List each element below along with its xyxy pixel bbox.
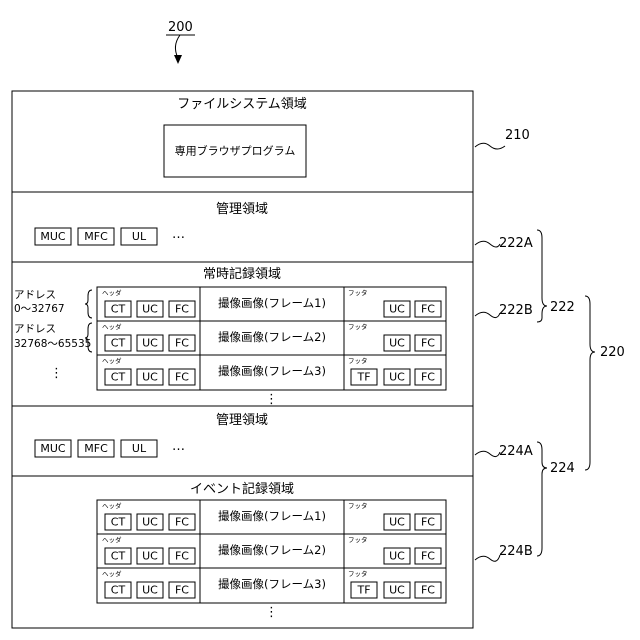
rec1-frame-2-header-fc-label: FC [175,337,189,350]
rec1-frame-2-footer-tag: フッタ [348,322,368,331]
rec2-frame-3-header-fc-label: FC [175,584,189,597]
rec1-frame-3-footer-tag: フッタ [348,356,368,365]
address-1-range: 0～32767 [14,303,65,315]
rec2-frame-2-footer-tag: フッタ [348,535,368,544]
ref-222B-label: 222B [499,303,533,318]
mgmt1-items: MUC MFC UL … [35,227,185,245]
rec2-frame-3-footer-tf-label: TF [356,584,370,597]
group-224-label: 224 [550,461,575,476]
rec1-frame-1-header-ct-label: CT [111,303,126,316]
rec1-frame-2-footer-fc-label: FC [421,337,435,350]
group-220-label: 220 [600,345,625,360]
rec1-frame-2-footer-uc-label: UC [389,337,405,350]
filesystem-title: ファイルシステム領域 [177,96,307,112]
address-2-range: 32768～65535 [14,338,91,350]
rec2-bottom-ellipsis: ⋮ [265,605,278,620]
mgmt1-muc-label: MUC [40,230,66,243]
rec1-frame-3-footer-tf-label: TF [356,371,370,384]
rec1-frame-1-footer-uc-label: UC [389,303,405,316]
mgmt1-ellipsis: … [172,227,185,242]
brace-222 [537,230,547,322]
group-222-label: 222 [550,300,575,315]
rec2-frame-3-footer-fc-label: FC [421,584,435,597]
mgmt2-items: MUC MFC UL … [35,439,185,457]
mgmt2-ul-label: UL [132,442,147,455]
rec1-frame-3-footer-uc-label: UC [389,371,405,384]
rec2-frame-3-image-label: 撮像画像(フレーム3) [218,577,326,591]
ref-224A-leader [475,451,500,456]
rec2-frame-2-header-fc-label: FC [175,550,189,563]
rec1-frame-2-header-uc-label: UC [142,337,158,350]
rec2-frame-3-footer-uc-label: UC [389,584,405,597]
rec2-frame-1-footer-uc-label: UC [389,516,405,529]
rec1-frame-3-header-ct-label: CT [111,371,126,384]
rec2-frame-1-footer-tag: フッタ [348,501,368,510]
figure-ref-leader [175,35,180,58]
rec1-bottom-ellipsis: ⋮ [265,392,278,407]
address-1-brace [85,290,92,318]
rec1-title: 常時記録領域 [203,266,281,282]
rec1-frame-1-header-tag: ヘッダ [102,288,122,297]
rec1-frame-3-header-fc-label: FC [175,371,189,384]
rec2-frame-1-image-label: 撮像画像(フレーム1) [218,509,326,523]
mgmt2-title: 管理領域 [216,412,268,428]
rec1-frame-2-image-label: 撮像画像(フレーム2) [218,330,326,344]
rec2-frame-1-header-tag: ヘッダ [102,501,122,510]
rec2-frame-2-footer-uc-label: UC [389,550,405,563]
rec2-frame-2-image-label: 撮像画像(フレーム2) [218,543,326,557]
rec2-frame-3-header-tag: ヘッダ [102,569,122,578]
figure-ref-label: 200 [168,20,193,35]
ref-210-leader [475,143,505,149]
rec2-frame-2-header-uc-label: UC [142,550,158,563]
address-2-label: アドレス [14,323,56,335]
rec1-frames: ヘッダフッタCTUCFCUCFC撮像画像(フレーム1)ヘッダフッタCTUCFCU… [97,287,446,390]
rec1-frame-2-header-tag: ヘッダ [102,322,122,331]
ref-222A-leader [475,241,500,247]
brace-224 [537,442,547,556]
address-1-label: アドレス [14,289,56,301]
rec1-frame-3-footer-fc-label: FC [421,371,435,384]
rec1-frame-3-header-tag: ヘッダ [102,356,122,365]
ref-224A-label: 224A [499,444,533,459]
rec2-frame-1-footer-fc-label: FC [421,516,435,529]
address-ellipsis: ⋮ [50,366,63,381]
rec2-frame-1-header-uc-label: UC [142,516,158,529]
rec2-frame-2-header-tag: ヘッダ [102,535,122,544]
rec1-frame-3-image-label: 撮像画像(フレーム3) [218,364,326,378]
mgmt1-mfc-label: MFC [84,230,108,243]
rec2-frame-3-header-uc-label: UC [142,584,158,597]
rec2-frame-2-header-ct-label: CT [111,550,126,563]
mgmt1-ul-label: UL [132,230,147,243]
mgmt2-mfc-label: MFC [84,442,108,455]
figure-ref-arrowhead [174,55,182,64]
mgmt1-title: 管理領域 [216,201,268,217]
rec1-frame-1-footer-fc-label: FC [421,303,435,316]
rec1-frame-3-header-uc-label: UC [142,371,158,384]
ref-224B-label: 224B [499,544,533,559]
browser-program-label: 専用ブラウザプログラム [175,144,296,158]
ref-222B-leader [475,312,500,317]
rec2-frame-1-header-ct-label: CT [111,516,126,529]
rec2-frame-3-header-ct-label: CT [111,584,126,597]
rec1-frame-1-footer-tag: フッタ [348,288,368,297]
ref-210-label: 210 [505,128,530,143]
rec1-frame-1-header-uc-label: UC [142,303,158,316]
brace-220 [585,296,595,470]
rec1-frame-1-header-fc-label: FC [175,303,189,316]
rec2-frame-1-header-fc-label: FC [175,516,189,529]
ref-222A-label: 222A [499,236,533,251]
rec2-frame-3-footer-tag: フッタ [348,569,368,578]
rec2-frames: ヘッダフッタCTUCFCUCFC撮像画像(フレーム1)ヘッダフッタCTUCFCU… [97,500,446,603]
mgmt2-ellipsis: … [172,439,185,454]
rec2-frame-2-footer-fc-label: FC [421,550,435,563]
rec1-frame-2-header-ct-label: CT [111,337,126,350]
ref-224B-leader [475,555,500,561]
rec2-title: イベント記録領域 [190,481,294,497]
mgmt2-muc-label: MUC [40,442,66,455]
rec1-frame-1-image-label: 撮像画像(フレーム1) [218,296,326,310]
